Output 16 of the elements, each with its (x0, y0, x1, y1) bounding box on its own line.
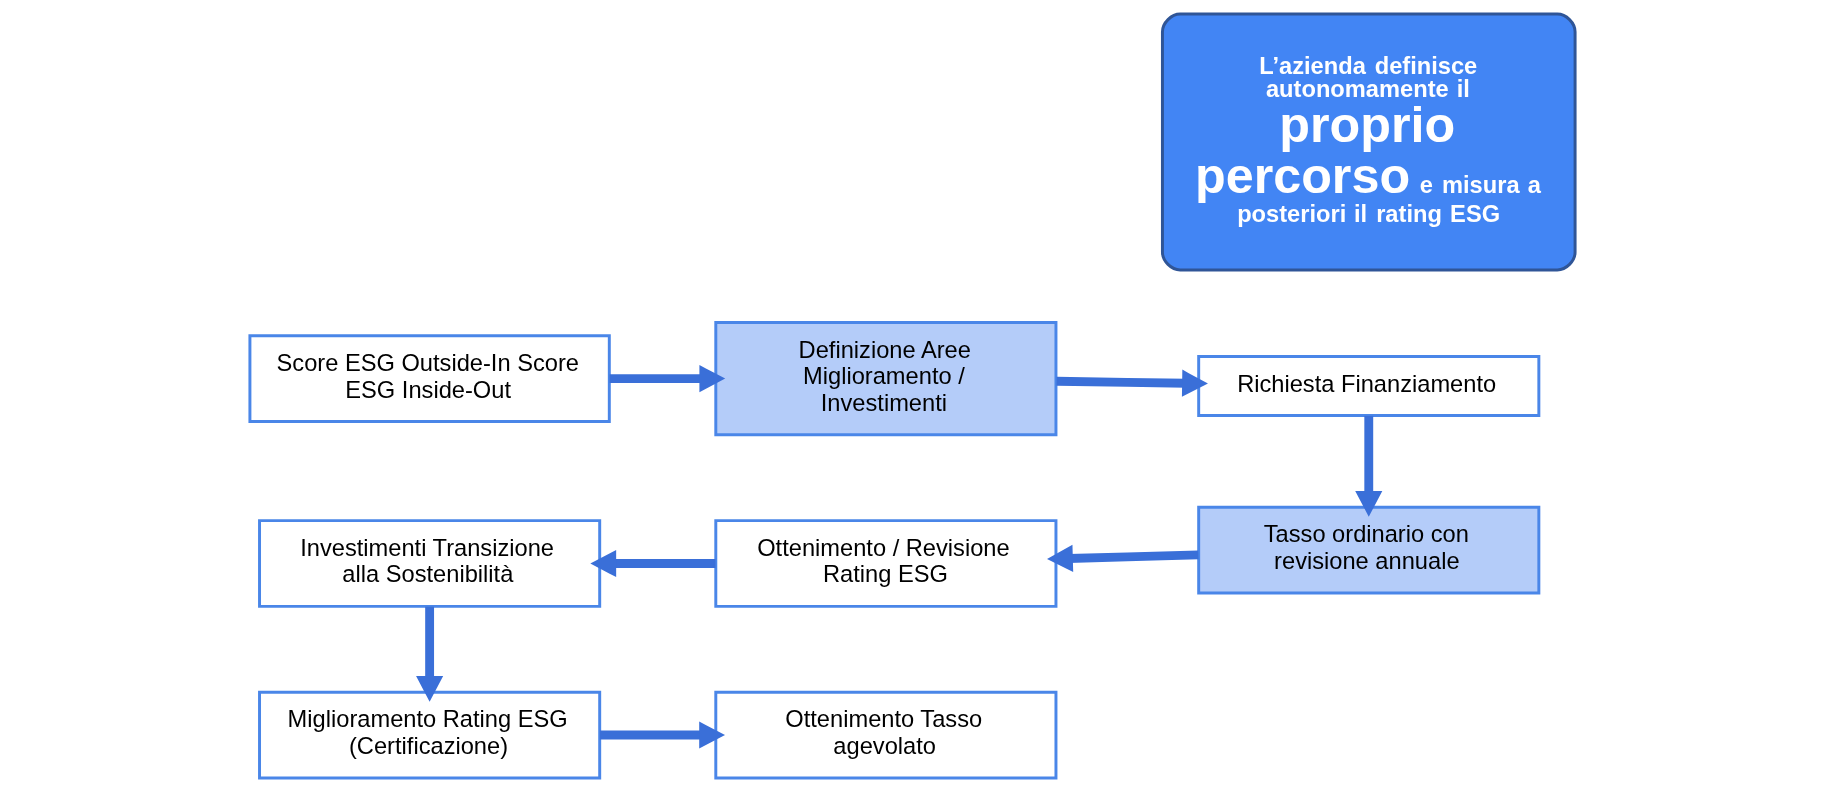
node-box: Richiesta Finanziamento (1197, 354, 1541, 418)
arrow (1355, 415, 1383, 517)
arrow (609, 365, 726, 393)
node-box: Investimenti Transizione alla Sostenibilità (258, 519, 602, 608)
node-box: Ottenimento Tasso agevolato (714, 690, 1058, 780)
arrow (590, 549, 716, 578)
node-box: Definizione Aree Miglioramento / Investimenti (714, 320, 1058, 437)
arrow (416, 606, 444, 702)
arrow (599, 721, 725, 749)
node-box: Score ESG Outside-In Score ESG Inside-Out (248, 334, 611, 423)
node-box: Miglioramento Rating ESG (Certificazione) (258, 690, 602, 780)
node-box: Tasso ordinario con revisione annuale (1197, 505, 1541, 595)
arrow (1056, 369, 1208, 397)
node-box: Ottenimento / Revisione Rating ESG (714, 519, 1058, 608)
node-box: L’azienda definisce autonomamente il proprio percorso e misura a posteriori il rating ESG (1160, 12, 1577, 272)
arrow (1047, 544, 1199, 572)
